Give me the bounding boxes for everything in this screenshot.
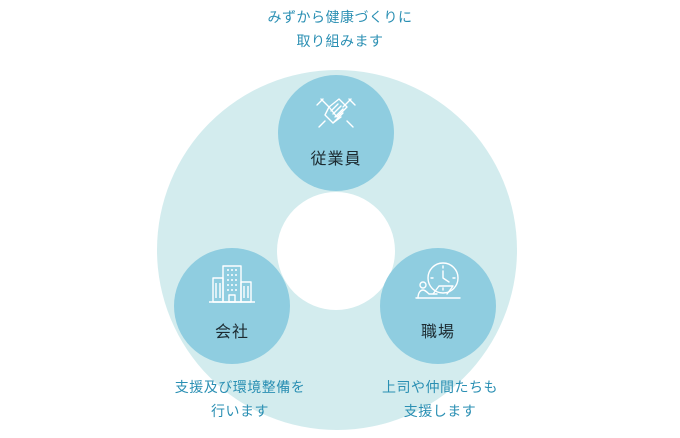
caption-line: 行います	[211, 404, 269, 420]
caption-workplace: 上司や仲間たちも 支援します	[340, 376, 540, 424]
handshake-icon	[316, 98, 356, 128]
caption-line: 支援します	[403, 404, 477, 420]
caption-line: 支援及び環境整備を	[174, 380, 306, 396]
caption-line: 上司や仲間たちも	[382, 380, 498, 396]
node-label-workplace: 職場	[420, 322, 455, 341]
office-building-icon	[209, 265, 255, 303]
center-hole	[277, 192, 395, 310]
caption-company: 支援及び環境整備を 行います	[140, 376, 340, 424]
node-workplace: 職場	[380, 248, 496, 364]
node-employee: 従業員	[278, 75, 394, 191]
clock-desk-icon	[415, 262, 461, 299]
caption-employee: みずから健康づくりに 取り組みます	[190, 6, 490, 54]
caption-line: みずから健康づくりに	[267, 10, 413, 26]
node-label-company: 会社	[214, 322, 249, 341]
caption-line: 取り組みます	[296, 34, 384, 50]
node-company: 会社	[174, 248, 290, 364]
node-label-employee: 従業員	[310, 149, 362, 168]
